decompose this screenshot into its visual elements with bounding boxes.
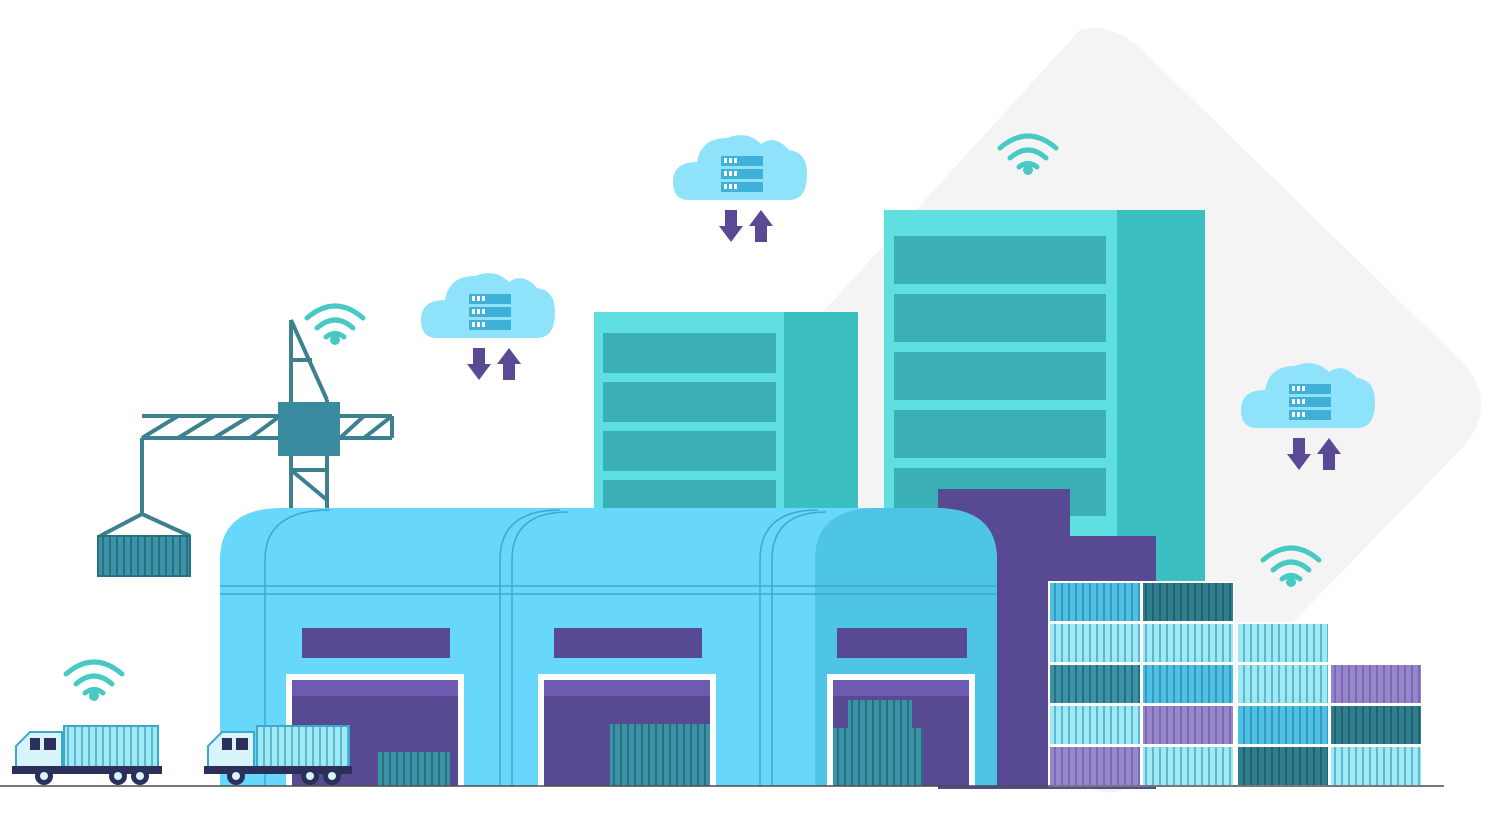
upload-arrow-icon [749, 210, 773, 242]
container-icon [1329, 663, 1423, 705]
truck-icon [12, 725, 162, 785]
container-icon [1236, 745, 1330, 787]
container-icon [1141, 581, 1235, 623]
wifi-icon [304, 303, 366, 345]
warehouse [220, 508, 997, 786]
container-icon [1329, 704, 1423, 746]
upload-arrow-icon [1317, 438, 1341, 470]
container-icon [1141, 622, 1235, 664]
container-icon [1048, 704, 1142, 746]
crane-cab [278, 402, 340, 456]
office-tower-tall [884, 210, 1205, 590]
office-tower-medium [594, 312, 858, 532]
hanging-container [97, 535, 191, 577]
container-icon [1141, 663, 1235, 705]
container-icon [1141, 704, 1235, 746]
container-icon [1048, 622, 1142, 664]
container-icon [1236, 704, 1330, 746]
upload-arrow-icon [497, 348, 521, 380]
cloud-server-icon [1241, 363, 1375, 470]
container-icon [1048, 663, 1142, 705]
truck-icon [204, 725, 352, 785]
container-stack [1048, 581, 1423, 787]
wifi-icon [997, 133, 1059, 175]
download-arrow-icon [719, 210, 743, 242]
container-icon [1141, 745, 1235, 787]
container-icon [1329, 745, 1423, 787]
wifi-icon [1260, 545, 1322, 587]
cloud-server-icon [673, 135, 807, 242]
container-icon [1048, 581, 1142, 623]
download-arrow-icon [467, 348, 491, 380]
container-icon [1236, 663, 1330, 705]
container-icon [1048, 745, 1142, 787]
crane-icon [99, 319, 394, 538]
download-arrow-icon [1287, 438, 1311, 470]
wifi-icon [63, 659, 125, 701]
container-icon [1236, 622, 1330, 664]
cloud-server-icon [421, 273, 555, 380]
